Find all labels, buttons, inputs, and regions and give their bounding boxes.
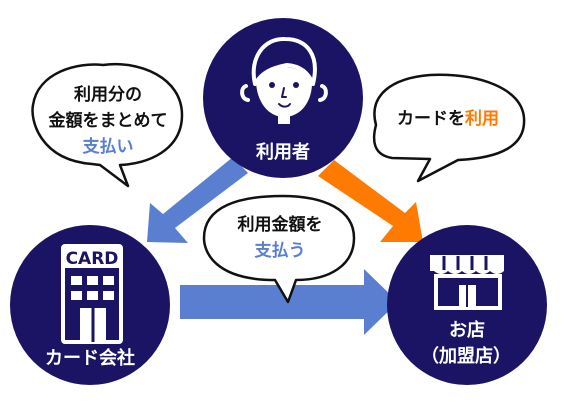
store-label-line1: お店: [449, 319, 485, 341]
user-label: 利用者: [256, 141, 310, 163]
card-company-label: カード会社: [45, 347, 135, 369]
bubble-left-line3: 支払い: [83, 136, 134, 157]
card-building-icon: CARD: [61, 244, 123, 344]
speech-bubble-middle: 利用金額を 支払う: [202, 194, 356, 304]
store-node: お店 （加盟店）: [387, 225, 547, 385]
bubble-left-line1: 利用分の: [74, 84, 142, 105]
speech-bubble-right: カードを利用: [372, 73, 526, 183]
store-label-line2: （加盟店）: [421, 345, 511, 367]
storefront-icon: [430, 255, 504, 310]
bubble-left-line2: 金額をまとめて: [48, 110, 168, 131]
person-icon: [240, 36, 328, 124]
card-company-node: CARD カード会社: [10, 225, 170, 385]
arrow-user-to-card-company: [147, 157, 248, 243]
bubble-right-text: カードを利用: [397, 108, 499, 129]
bubble-middle-line2: 支払う: [255, 240, 306, 261]
arrow-user-to-store: [318, 160, 423, 242]
speech-bubble-left: 利用分の 金額をまとめて 支払い: [31, 62, 184, 188]
bubble-middle-line1: 利用金額を: [238, 214, 323, 235]
user-node: 利用者: [203, 18, 363, 178]
card-icon-text: CARD: [66, 249, 119, 269]
